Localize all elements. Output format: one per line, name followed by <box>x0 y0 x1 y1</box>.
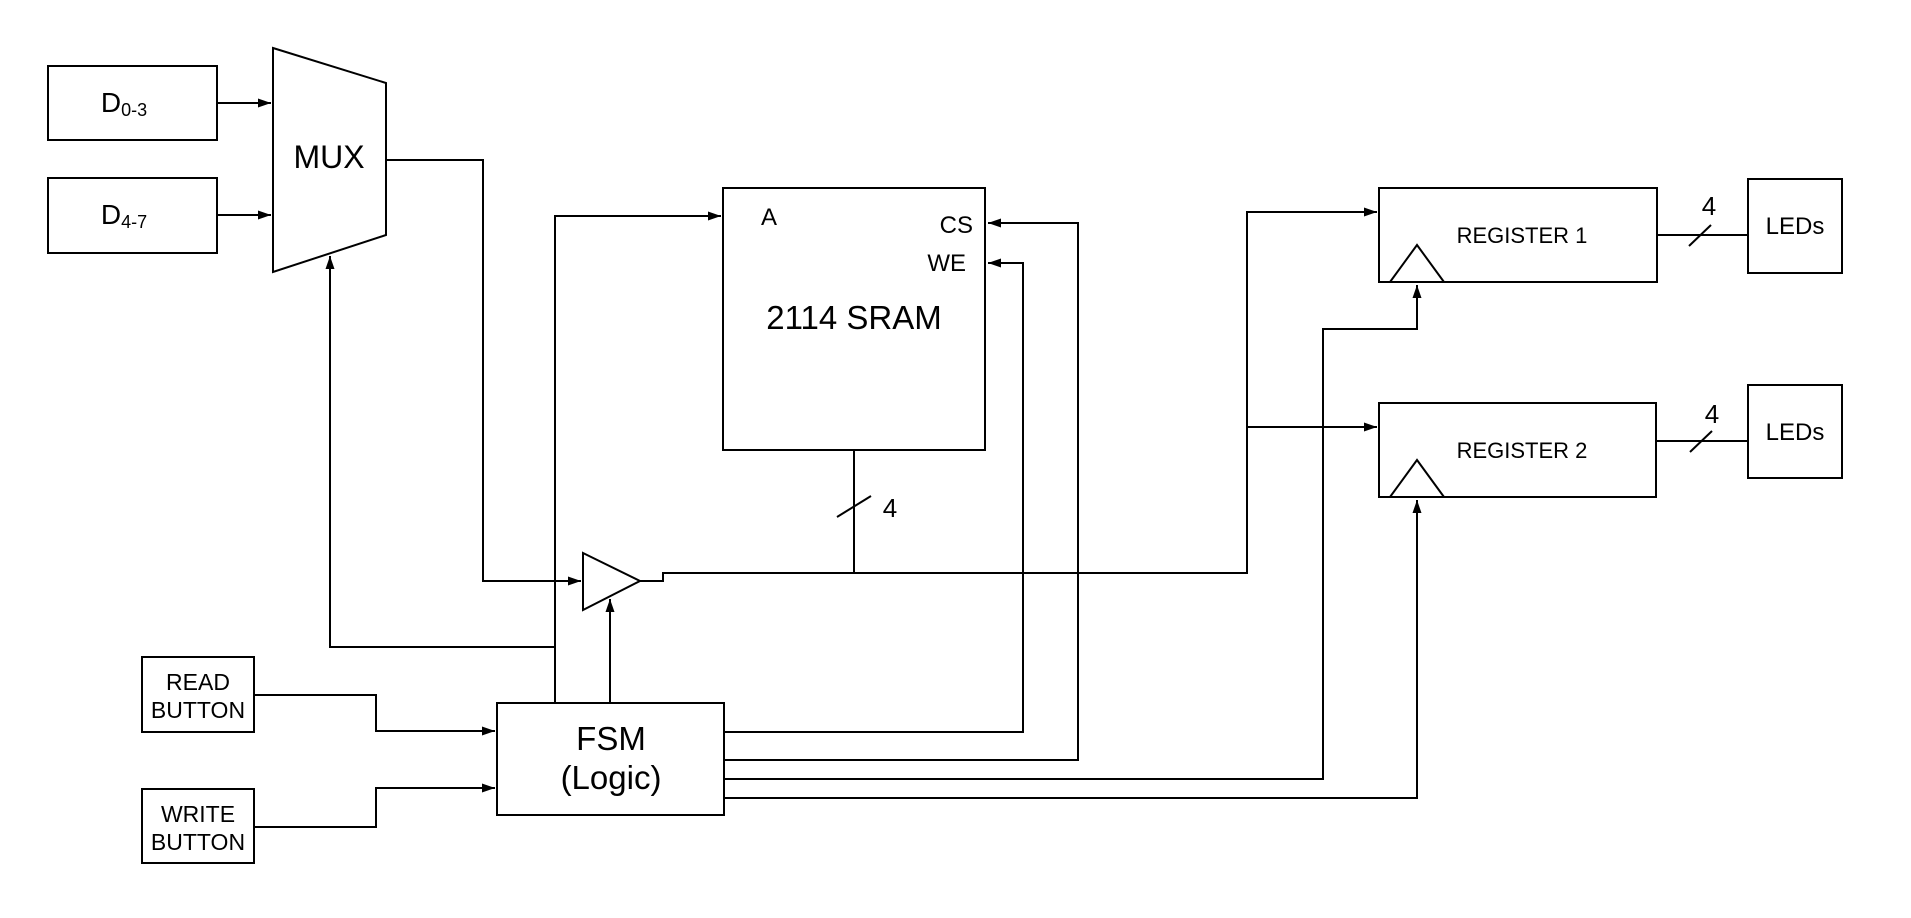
wire-read-button-to-fsm <box>254 694 495 736</box>
fsm-label-line2: (Logic) <box>561 759 662 796</box>
bus-slash-register1-out <box>1688 224 1712 247</box>
mux-shape <box>272 46 387 274</box>
block-mux: MUX <box>272 46 387 274</box>
block-fsm: FSM (Logic) <box>496 702 725 816</box>
block-leds1: LEDs <box>1747 178 1843 274</box>
block-d0-3: D0-3 <box>47 65 218 141</box>
write-button-label-line1: WRITE <box>161 801 235 827</box>
sram-pin-cs-label: CS <box>940 212 973 239</box>
block-d4-7: D4-7 <box>47 177 218 254</box>
mux-label: MUX <box>293 139 364 175</box>
block-read-button: READ BUTTON <box>141 656 255 733</box>
read-button-label-line1: READ <box>166 669 230 695</box>
bus-slash-register2-out <box>1689 430 1713 453</box>
sram-pin-we-label: WE <box>927 250 966 277</box>
wire-fsm-to-register2-clock <box>723 500 1422 799</box>
d4-7-label: D4-7 <box>101 199 147 232</box>
wire-fsm-to-register1-clock <box>723 285 1422 780</box>
block-register1: REGISTER 1 <box>1378 187 1658 283</box>
bus-width-label-register1-out: 4 <box>1702 191 1716 221</box>
wire-write-button-to-fsm <box>254 783 495 828</box>
wire-fsm-to-sram-address <box>554 211 721 703</box>
bus-width-label-sram-data: 4 <box>883 493 897 523</box>
wire-fsm-to-sram-we <box>723 258 1024 733</box>
block-register2: REGISTER 2 <box>1378 402 1657 498</box>
sram-pin-a-label: A <box>761 204 777 231</box>
bus-slash-sram-data <box>836 495 872 518</box>
register1-clock-triangle-icon <box>1389 243 1445 283</box>
block-leds2: LEDs <box>1747 384 1843 479</box>
register2-clock-triangle-icon <box>1389 458 1445 498</box>
leds1-label: LEDs <box>1766 213 1825 240</box>
leds2-label: LEDs <box>1766 419 1825 446</box>
register2-label: REGISTER 2 <box>1457 438 1588 463</box>
write-button-label-line2: BUTTON <box>151 829 245 855</box>
wires <box>217 98 1748 828</box>
block-write-button: WRITE BUTTON <box>141 788 255 864</box>
wire-mux-output-to-buffer <box>386 159 581 586</box>
wire-fsm-to-mux-select <box>325 256 555 648</box>
tristate-buffer <box>582 551 643 612</box>
read-button-label-line2: BUTTON <box>151 697 245 723</box>
d0-3-label: D0-3 <box>101 87 147 120</box>
wire-fsm-to-sram-cs <box>723 218 1079 761</box>
sram-label: 2114 SRAM <box>766 299 941 336</box>
bus-width-label-register2-out: 4 <box>1705 399 1719 429</box>
wire-data-bus-to-register1 <box>640 207 1377 582</box>
fsm-label-line1: FSM <box>576 720 646 757</box>
register1-label: REGISTER 1 <box>1457 223 1588 248</box>
block-sram: A CS WE 2114 SRAM <box>722 187 986 451</box>
